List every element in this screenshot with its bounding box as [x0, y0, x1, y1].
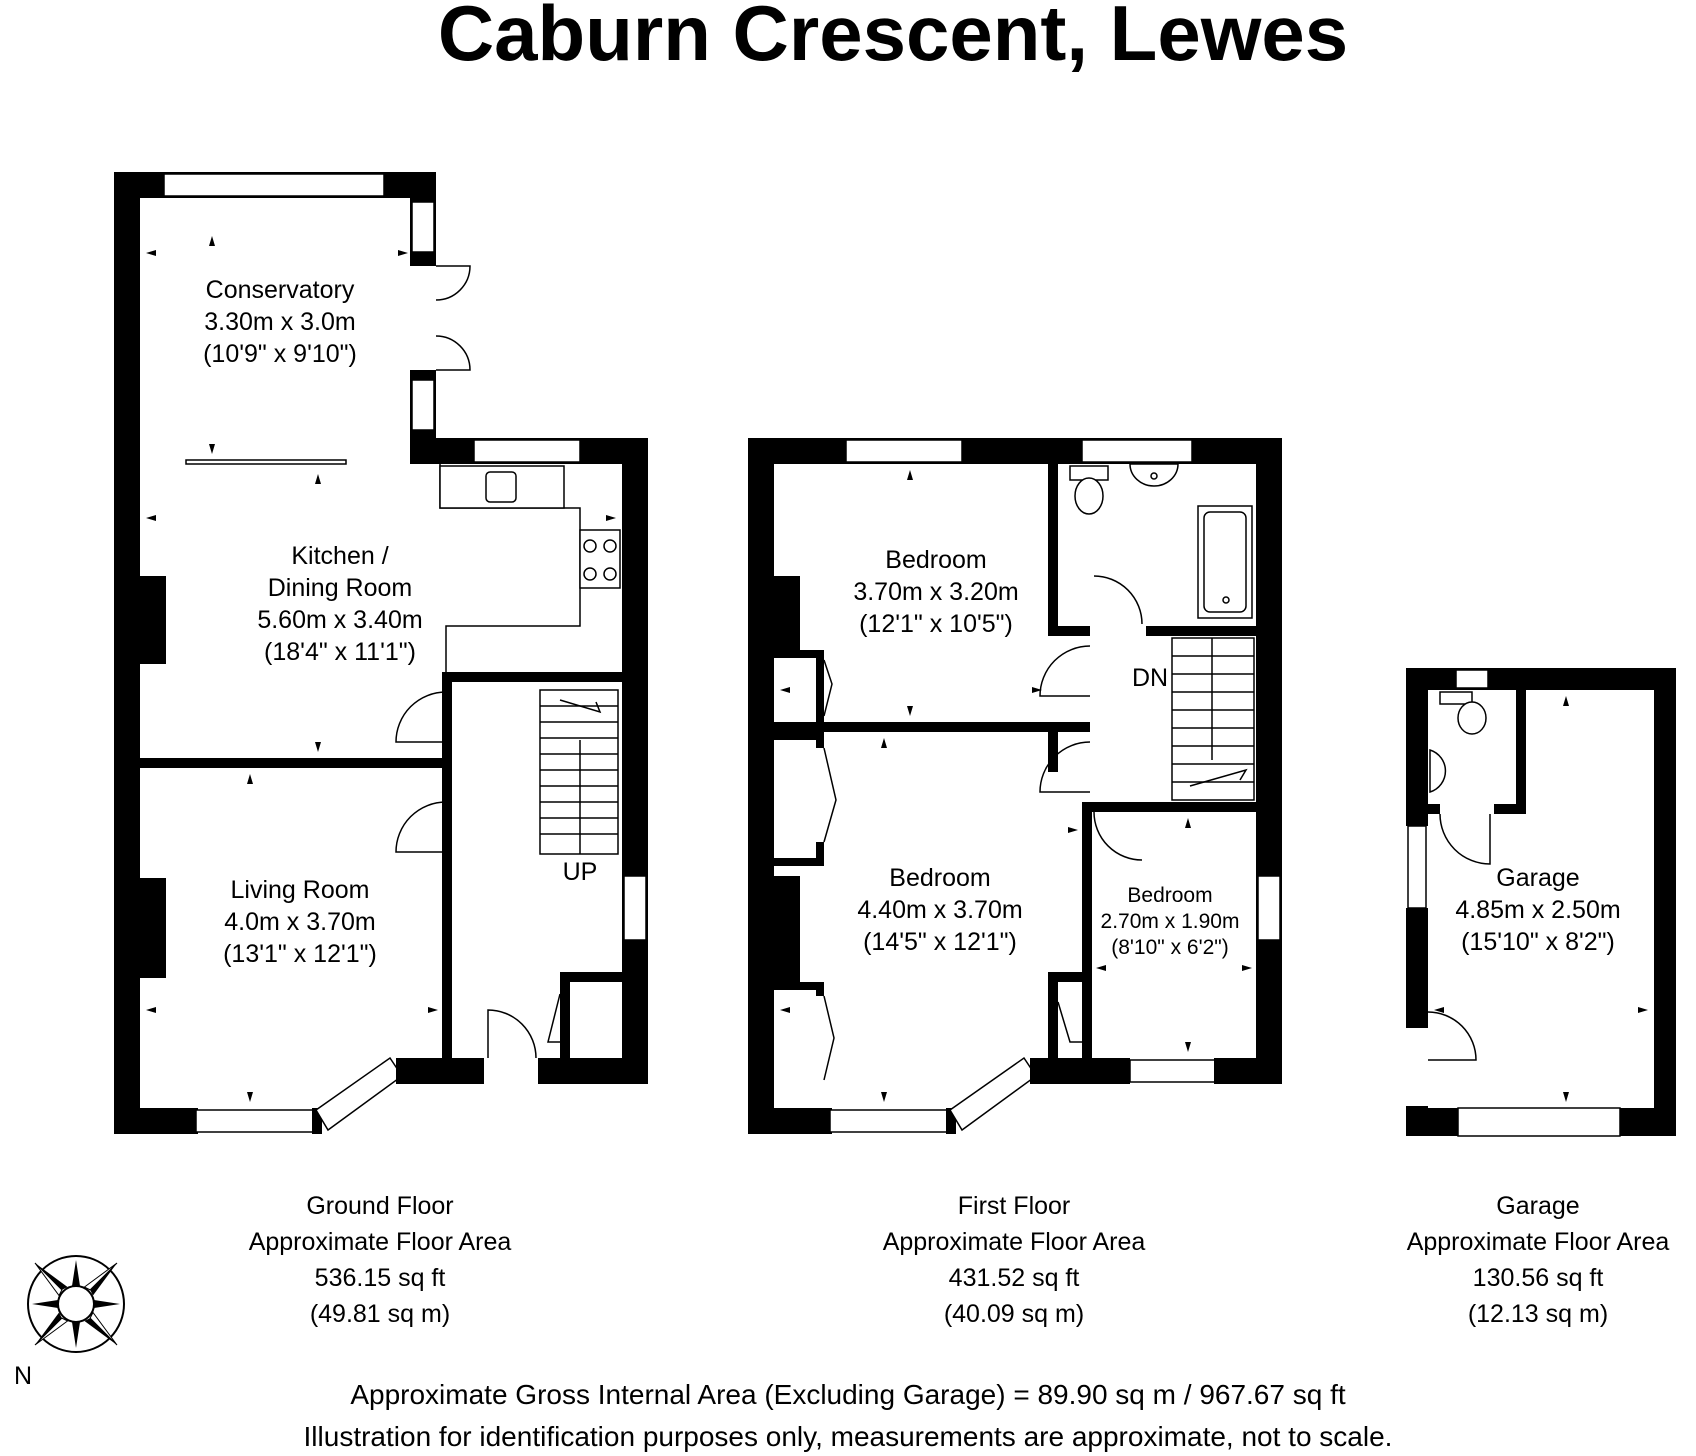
room-name: Conservatory [206, 276, 355, 304]
room-size-metric: 3.30m x 3.0m [204, 308, 355, 336]
room-size-metric: 5.60m x 3.40m [257, 606, 422, 634]
first-floor-plan [748, 438, 1282, 1134]
gross-internal-area: Approximate Gross Internal Area (Excludi… [350, 1379, 1346, 1410]
stairs-up-label: UP [563, 858, 598, 886]
room-name: Bedroom [889, 864, 990, 892]
floor-area-sqft: 130.56 sq ft [1473, 1264, 1604, 1292]
living-room-label: Living Room 4.0m x 3.70m (13'1" x 12'1") [223, 876, 377, 968]
room-size-metric: 4.40m x 3.70m [857, 896, 1022, 924]
room-size-metric: 4.85m x 2.50m [1455, 896, 1620, 924]
compass-rose-icon [27, 1255, 125, 1353]
bedroom-1-label: Bedroom 3.70m x 3.20m (12'1" x 10'5") [853, 546, 1018, 638]
room-size-imperial: (18'4" x 11'1") [264, 638, 416, 666]
room-name: Bedroom [885, 546, 986, 574]
room-size-metric: 3.70m x 3.20m [853, 578, 1018, 606]
floor-name: Ground Floor [306, 1192, 453, 1220]
room-size-metric: 4.0m x 3.70m [224, 908, 375, 936]
floor-area-sqm: (40.09 sq m) [944, 1300, 1084, 1328]
floor-area-sqft: 431.52 sq ft [949, 1264, 1080, 1292]
room-size-imperial: (13'1" x 12'1") [223, 940, 377, 968]
room-name: Bedroom [1127, 884, 1212, 907]
conservatory-label: Conservatory 3.30m x 3.0m (10'9" x 9'10"… [203, 276, 357, 368]
floor-name: First Floor [958, 1192, 1071, 1220]
room-size-metric: 2.70m x 1.90m [1101, 910, 1240, 933]
room-size-imperial: (15'10" x 8'2") [1461, 928, 1615, 956]
floor-area-sqm: (12.13 sq m) [1468, 1300, 1608, 1328]
room-size-imperial: (10'9" x 9'10") [203, 340, 357, 368]
floor-area-sqft: 536.15 sq ft [315, 1264, 446, 1292]
floor-area-label: Approximate Floor Area [249, 1228, 512, 1256]
room-size-imperial: (8'10" x 6'2") [1111, 936, 1228, 959]
room-name: Garage [1496, 864, 1579, 892]
kitchen-label: Kitchen / Dining Room 5.60m x 3.40m (18'… [257, 542, 422, 666]
stairs-down-label: DN [1132, 664, 1168, 692]
room-size-imperial: (14'5" x 12'1") [863, 928, 1017, 956]
garage-area: Garage Approximate Floor Area 130.56 sq … [1407, 1192, 1670, 1328]
room-name: Kitchen / [291, 542, 388, 570]
floor-area-sqm: (49.81 sq m) [310, 1300, 450, 1328]
bedroom-3-label: Bedroom 2.70m x 1.90m (8'10" x 6'2") [1101, 884, 1240, 959]
ground-floor-plan [114, 172, 648, 1134]
floor-area-label: Approximate Floor Area [883, 1228, 1146, 1256]
room-size-imperial: (12'1" x 10'5") [859, 610, 1013, 638]
floor-name: Garage [1496, 1192, 1579, 1220]
garage-label: Garage 4.85m x 2.50m (15'10" x 8'2") [1455, 864, 1620, 956]
room-name-line2: Dining Room [268, 574, 413, 602]
garage-plan [1406, 668, 1676, 1137]
page-title: Caburn Crescent, Lewes [438, 0, 1348, 77]
floor-area-label: Approximate Floor Area [1407, 1228, 1670, 1256]
room-name: Living Room [231, 876, 370, 904]
ground-floor-area: Ground Floor Approximate Floor Area 536.… [249, 1192, 512, 1328]
disclaimer: Illustration for identification purposes… [304, 1421, 1393, 1452]
compass-north-label: N [14, 1362, 32, 1390]
bedroom-2-label: Bedroom 4.40m x 3.70m (14'5" x 12'1") [857, 864, 1022, 956]
first-floor-area: First Floor Approximate Floor Area 431.5… [883, 1192, 1146, 1328]
